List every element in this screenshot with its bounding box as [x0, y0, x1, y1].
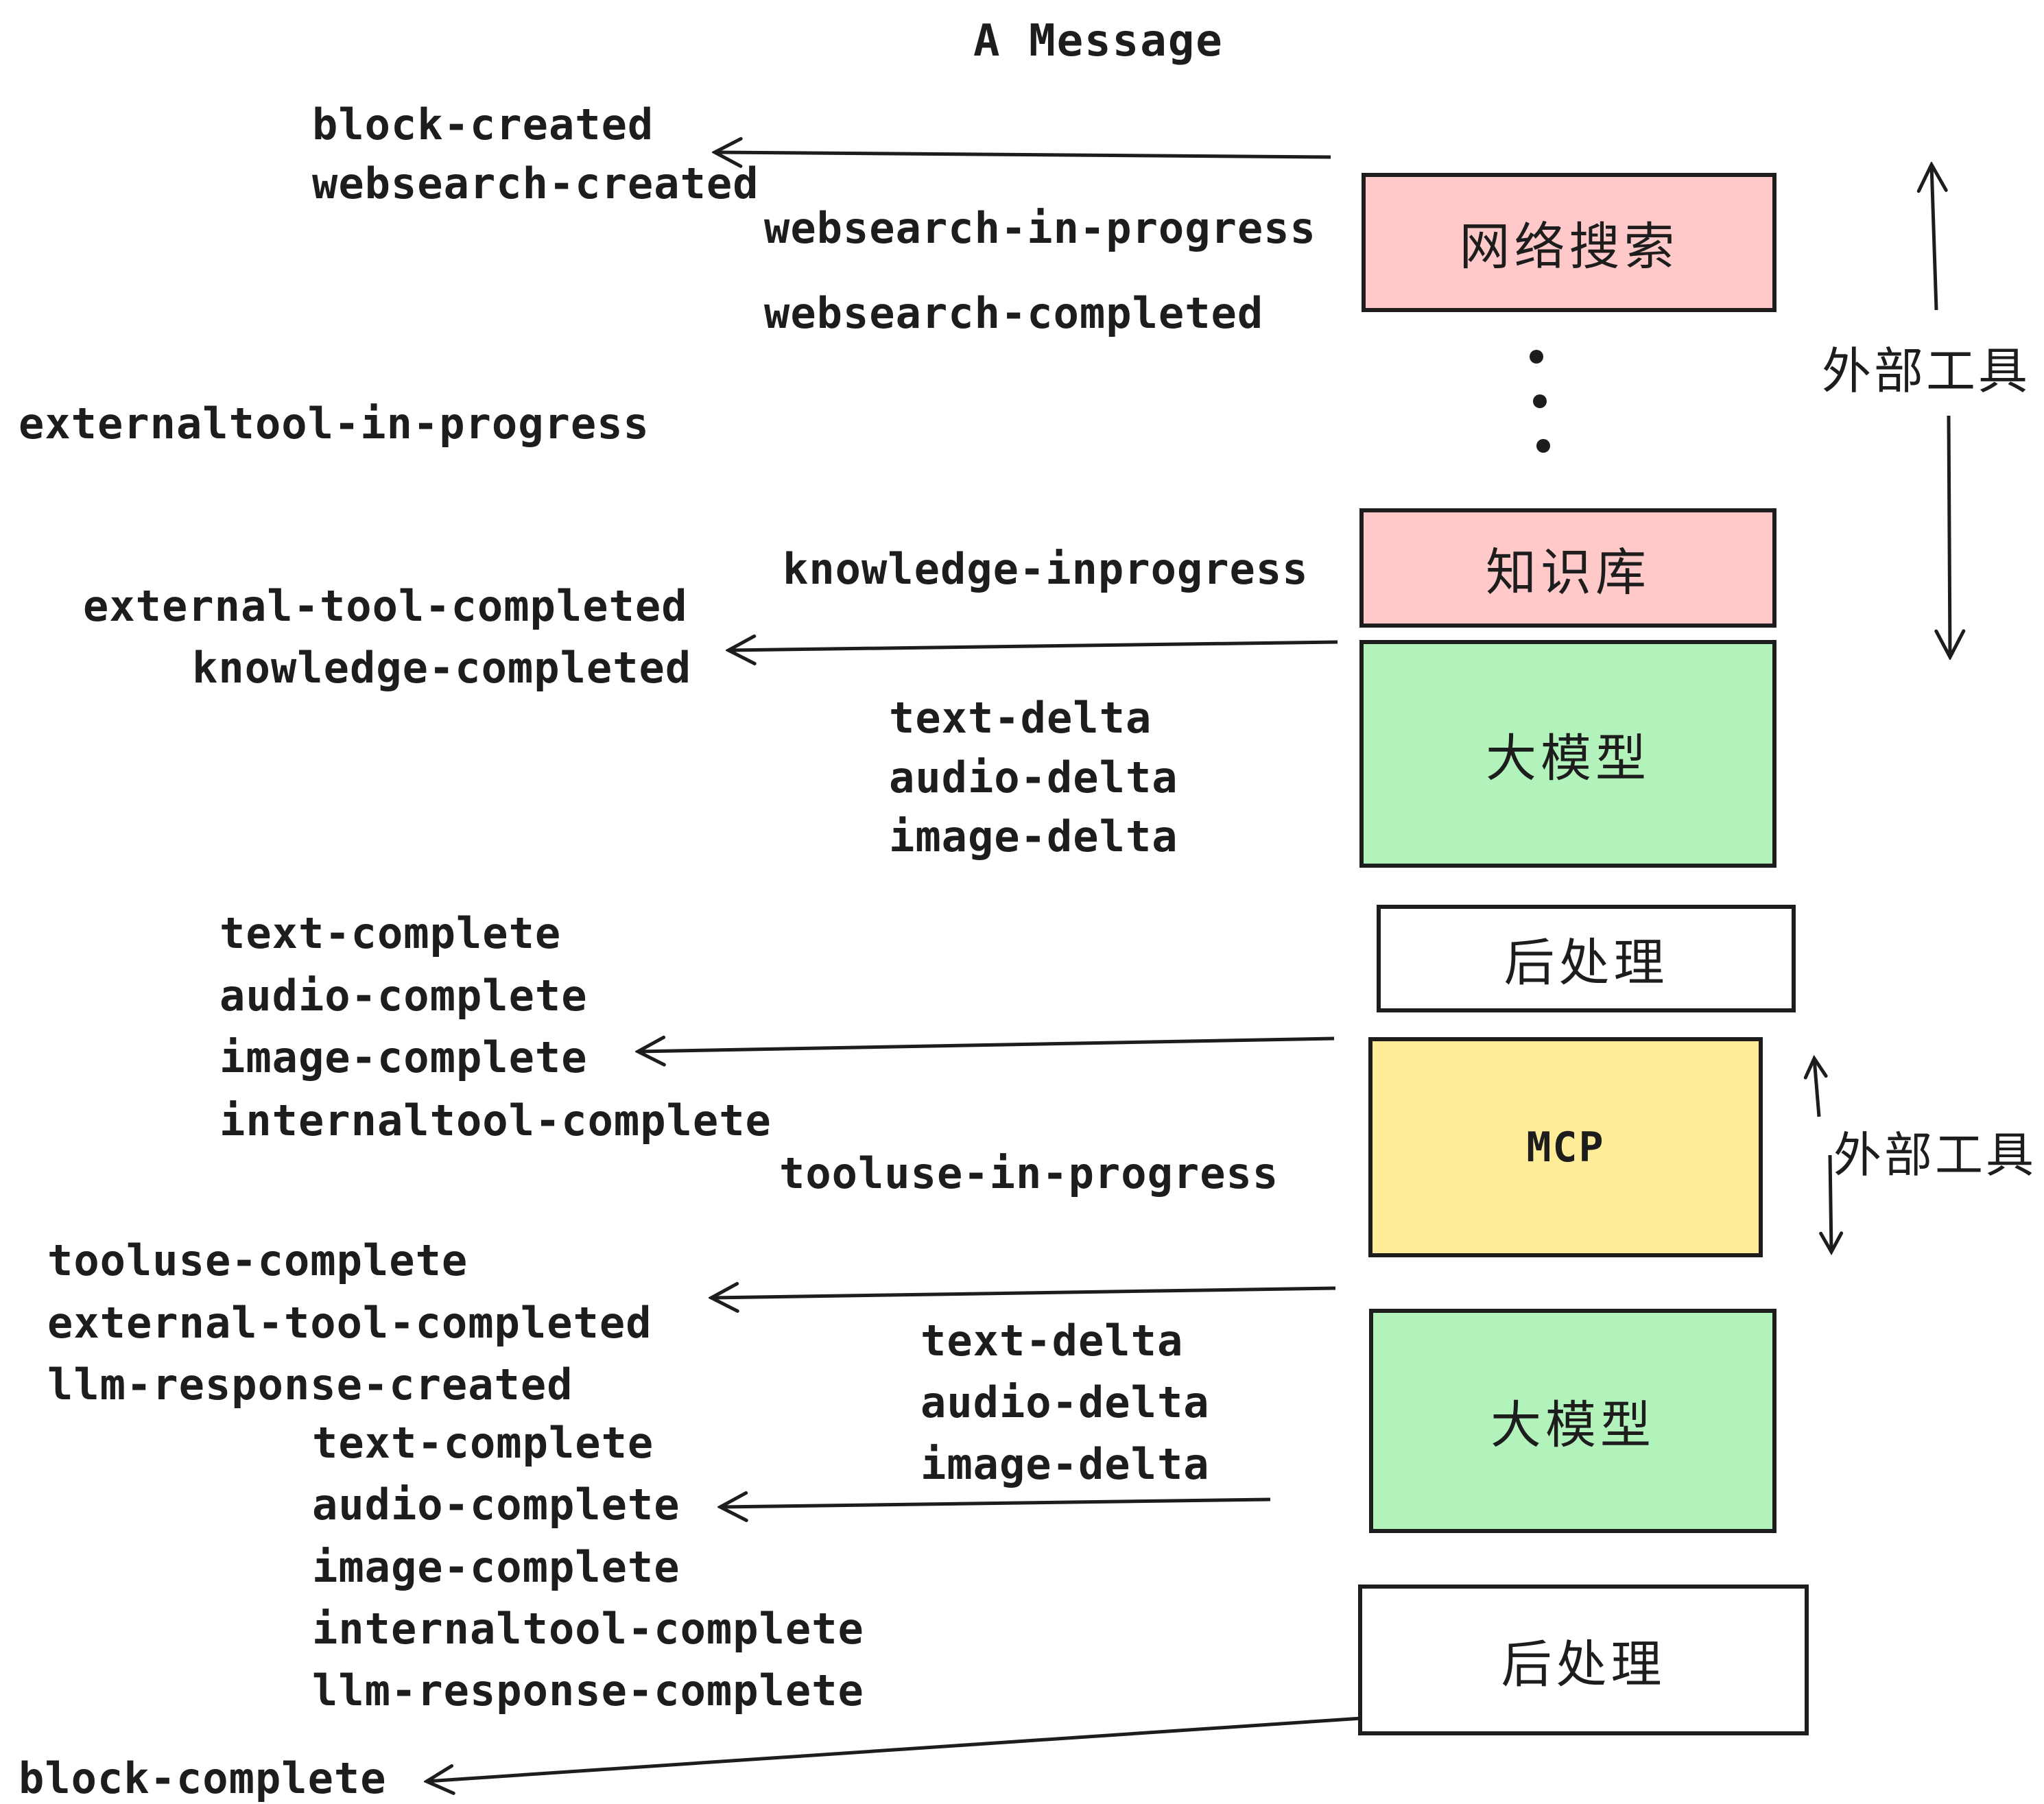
- page-title: A Message: [973, 16, 1224, 67]
- event-image-complete-1: image-complete: [219, 1032, 588, 1082]
- event-text-delta-2: text-delta: [920, 1316, 1184, 1366]
- event-websearch-in-progress: websearch-in-progress: [764, 203, 1316, 253]
- event-image-delta-1: image-delta: [889, 811, 1178, 862]
- arrow-knowledge-completed: [728, 642, 1338, 650]
- ellipsis-dot: [1530, 350, 1543, 364]
- event-external-tool-completed-1: external-tool-completed: [83, 581, 688, 631]
- arrow-llm2-complete: [720, 1499, 1271, 1507]
- event-text-complete-1: text-complete: [219, 908, 562, 958]
- node-llm-2: 大模型: [1369, 1309, 1776, 1533]
- event-audio-complete-1: audio-complete: [219, 971, 588, 1021]
- event-text-complete-2: text-complete: [312, 1418, 654, 1468]
- event-knowledge-completed: knowledge-completed: [192, 643, 692, 693]
- event-tooluse-complete: tooluse-complete: [47, 1235, 468, 1285]
- event-block-complete: block-complete: [19, 1753, 387, 1803]
- event-image-delta-2: image-delta: [920, 1439, 1210, 1489]
- arrow-websearch-created: [715, 152, 1331, 157]
- event-llm-response-created: llm-response-created: [47, 1360, 573, 1410]
- label-external-tools-top: 外部工具: [1822, 344, 2031, 399]
- arrow-mcp-external-down: [1819, 1154, 1844, 1256]
- event-knowledge-inprogress: knowledge-inprogress: [783, 544, 1309, 594]
- event-block-created: block-created: [312, 99, 654, 150]
- ellipsis-dot: [1536, 439, 1550, 453]
- arrow-mcp-external-up: [1803, 1054, 1828, 1117]
- arrow-block-complete: [427, 1716, 1362, 1781]
- node-post-process-1: 后处理: [1377, 905, 1796, 1012]
- node-post-process-2: 后处理: [1358, 1585, 1809, 1735]
- arrow-internal-complete: [638, 1039, 1335, 1052]
- event-audio-delta-1: audio-delta: [889, 752, 1178, 803]
- arrow-external-tools-down: [1949, 415, 1950, 657]
- event-llm-response-complete: llm-response-complete: [312, 1665, 864, 1716]
- event-text-delta-1: text-delta: [889, 693, 1152, 743]
- event-websearch-created: websearch-created: [312, 158, 759, 209]
- arrow-external-tools-up: [1932, 165, 1936, 311]
- event-image-complete-2: image-complete: [312, 1542, 680, 1592]
- label-external-tools-mcp: 外部工具: [1833, 1128, 2036, 1182]
- node-llm-1: 大模型: [1359, 640, 1776, 868]
- node-knowledge-base: 知识库: [1359, 508, 1776, 628]
- event-tooluse-in-progress: tooluse-in-progress: [779, 1148, 1279, 1198]
- event-audio-complete-2: audio-complete: [312, 1480, 680, 1530]
- node-web-search: 网络搜索: [1362, 173, 1776, 312]
- event-internaltool-complete-2: internaltool-complete: [312, 1604, 864, 1654]
- event-externaltool-in-progress: externaltool-in-progress: [19, 399, 650, 449]
- arrow-tooluse-complete: [711, 1288, 1336, 1298]
- event-external-tool-completed-2: external-tool-completed: [47, 1298, 652, 1348]
- ellipsis-dot: [1533, 394, 1547, 408]
- node-mcp: MCP: [1368, 1037, 1763, 1257]
- event-internaltool-complete-1: internaltool-complete: [219, 1095, 772, 1146]
- event-websearch-completed: websearch-completed: [764, 288, 1264, 338]
- event-audio-delta-2: audio-delta: [920, 1377, 1210, 1427]
